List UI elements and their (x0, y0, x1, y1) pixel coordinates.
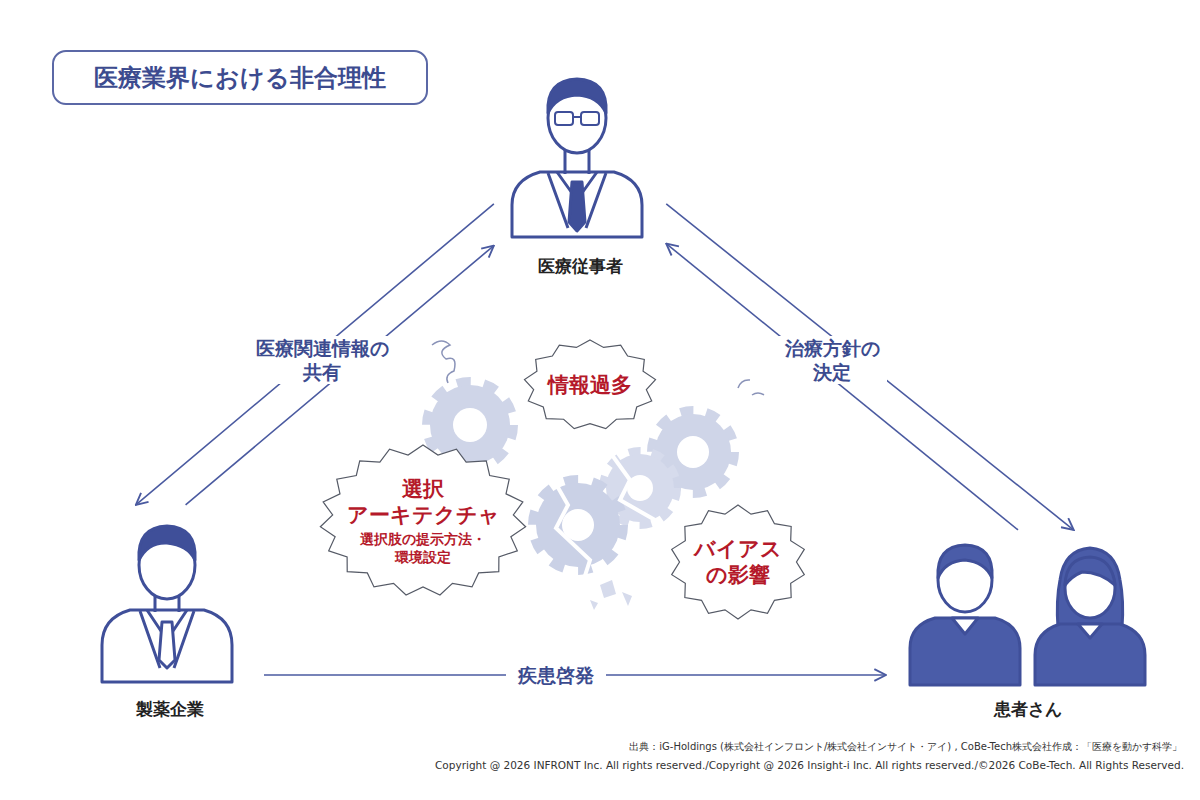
copyright-note: Copyright @ 2026 INFRONT Inc. All rights… (435, 759, 1184, 771)
node-label: 医療従事者 (500, 255, 660, 277)
broken-gear (536, 483, 620, 567)
worry-mark (432, 341, 455, 383)
node-label: 情報過多 (530, 372, 650, 398)
worry-mark (738, 380, 764, 395)
gear-crack (612, 455, 655, 520)
diagram-title: 医療業界における非合理性 (52, 50, 428, 105)
burst-callout: バイアス の影響 (668, 503, 808, 621)
person-node: 患者さん (900, 535, 1155, 720)
source-note: 出典：iG-Holdings (株式会社インフロント/株式会社インサイト・アイ)… (629, 740, 1182, 754)
node-content: 選択 アーキテクチャ選択肢の提示方法・ 環境設定 (343, 476, 503, 566)
node-label: 患者さん (900, 698, 1155, 720)
gear-fragment (622, 592, 632, 606)
node-subtext: 選択肢の提示方法・ 環境設定 (343, 530, 503, 566)
gear-crack (548, 470, 590, 585)
arrow-connector (666, 204, 1074, 530)
burst-callout: 情報過多 (522, 338, 658, 432)
node-label: バイアス の影響 (688, 536, 788, 588)
pharma-figure (102, 526, 232, 682)
node-content: 情報過多 (530, 372, 650, 398)
node-label: 選択 アーキテクチャ (343, 476, 503, 528)
edge-label: 治療方針の 決定 (777, 336, 887, 384)
burst-callout: 選択 アーキテクチャ選択肢の提示方法・ 環境設定 (318, 443, 528, 598)
patient-figure (910, 545, 1020, 685)
gear (430, 385, 510, 465)
burst-shape (524, 340, 655, 429)
edge-label: 疾患啓発 (506, 663, 606, 687)
burst-shape (672, 505, 805, 619)
edge-label: 医療関連情報の 共有 (247, 336, 397, 384)
node-content: バイアス の影響 (688, 536, 788, 588)
doctor-figure (512, 79, 642, 237)
node-content: 患者さん (900, 698, 1155, 720)
burst-shape (320, 445, 525, 595)
patient-figure (1035, 548, 1145, 685)
gear-fragment (590, 600, 598, 610)
gear-fragment (600, 580, 616, 598)
node-content: 製薬企業 (90, 698, 250, 720)
burst-outline (668, 503, 808, 621)
node-content: 医療従事者 (500, 255, 660, 277)
person-node: 医療従事者 (500, 72, 660, 277)
person-node: 製薬企業 (90, 510, 250, 720)
arrow-connector (666, 244, 1018, 530)
node-label: 製薬企業 (90, 698, 250, 720)
